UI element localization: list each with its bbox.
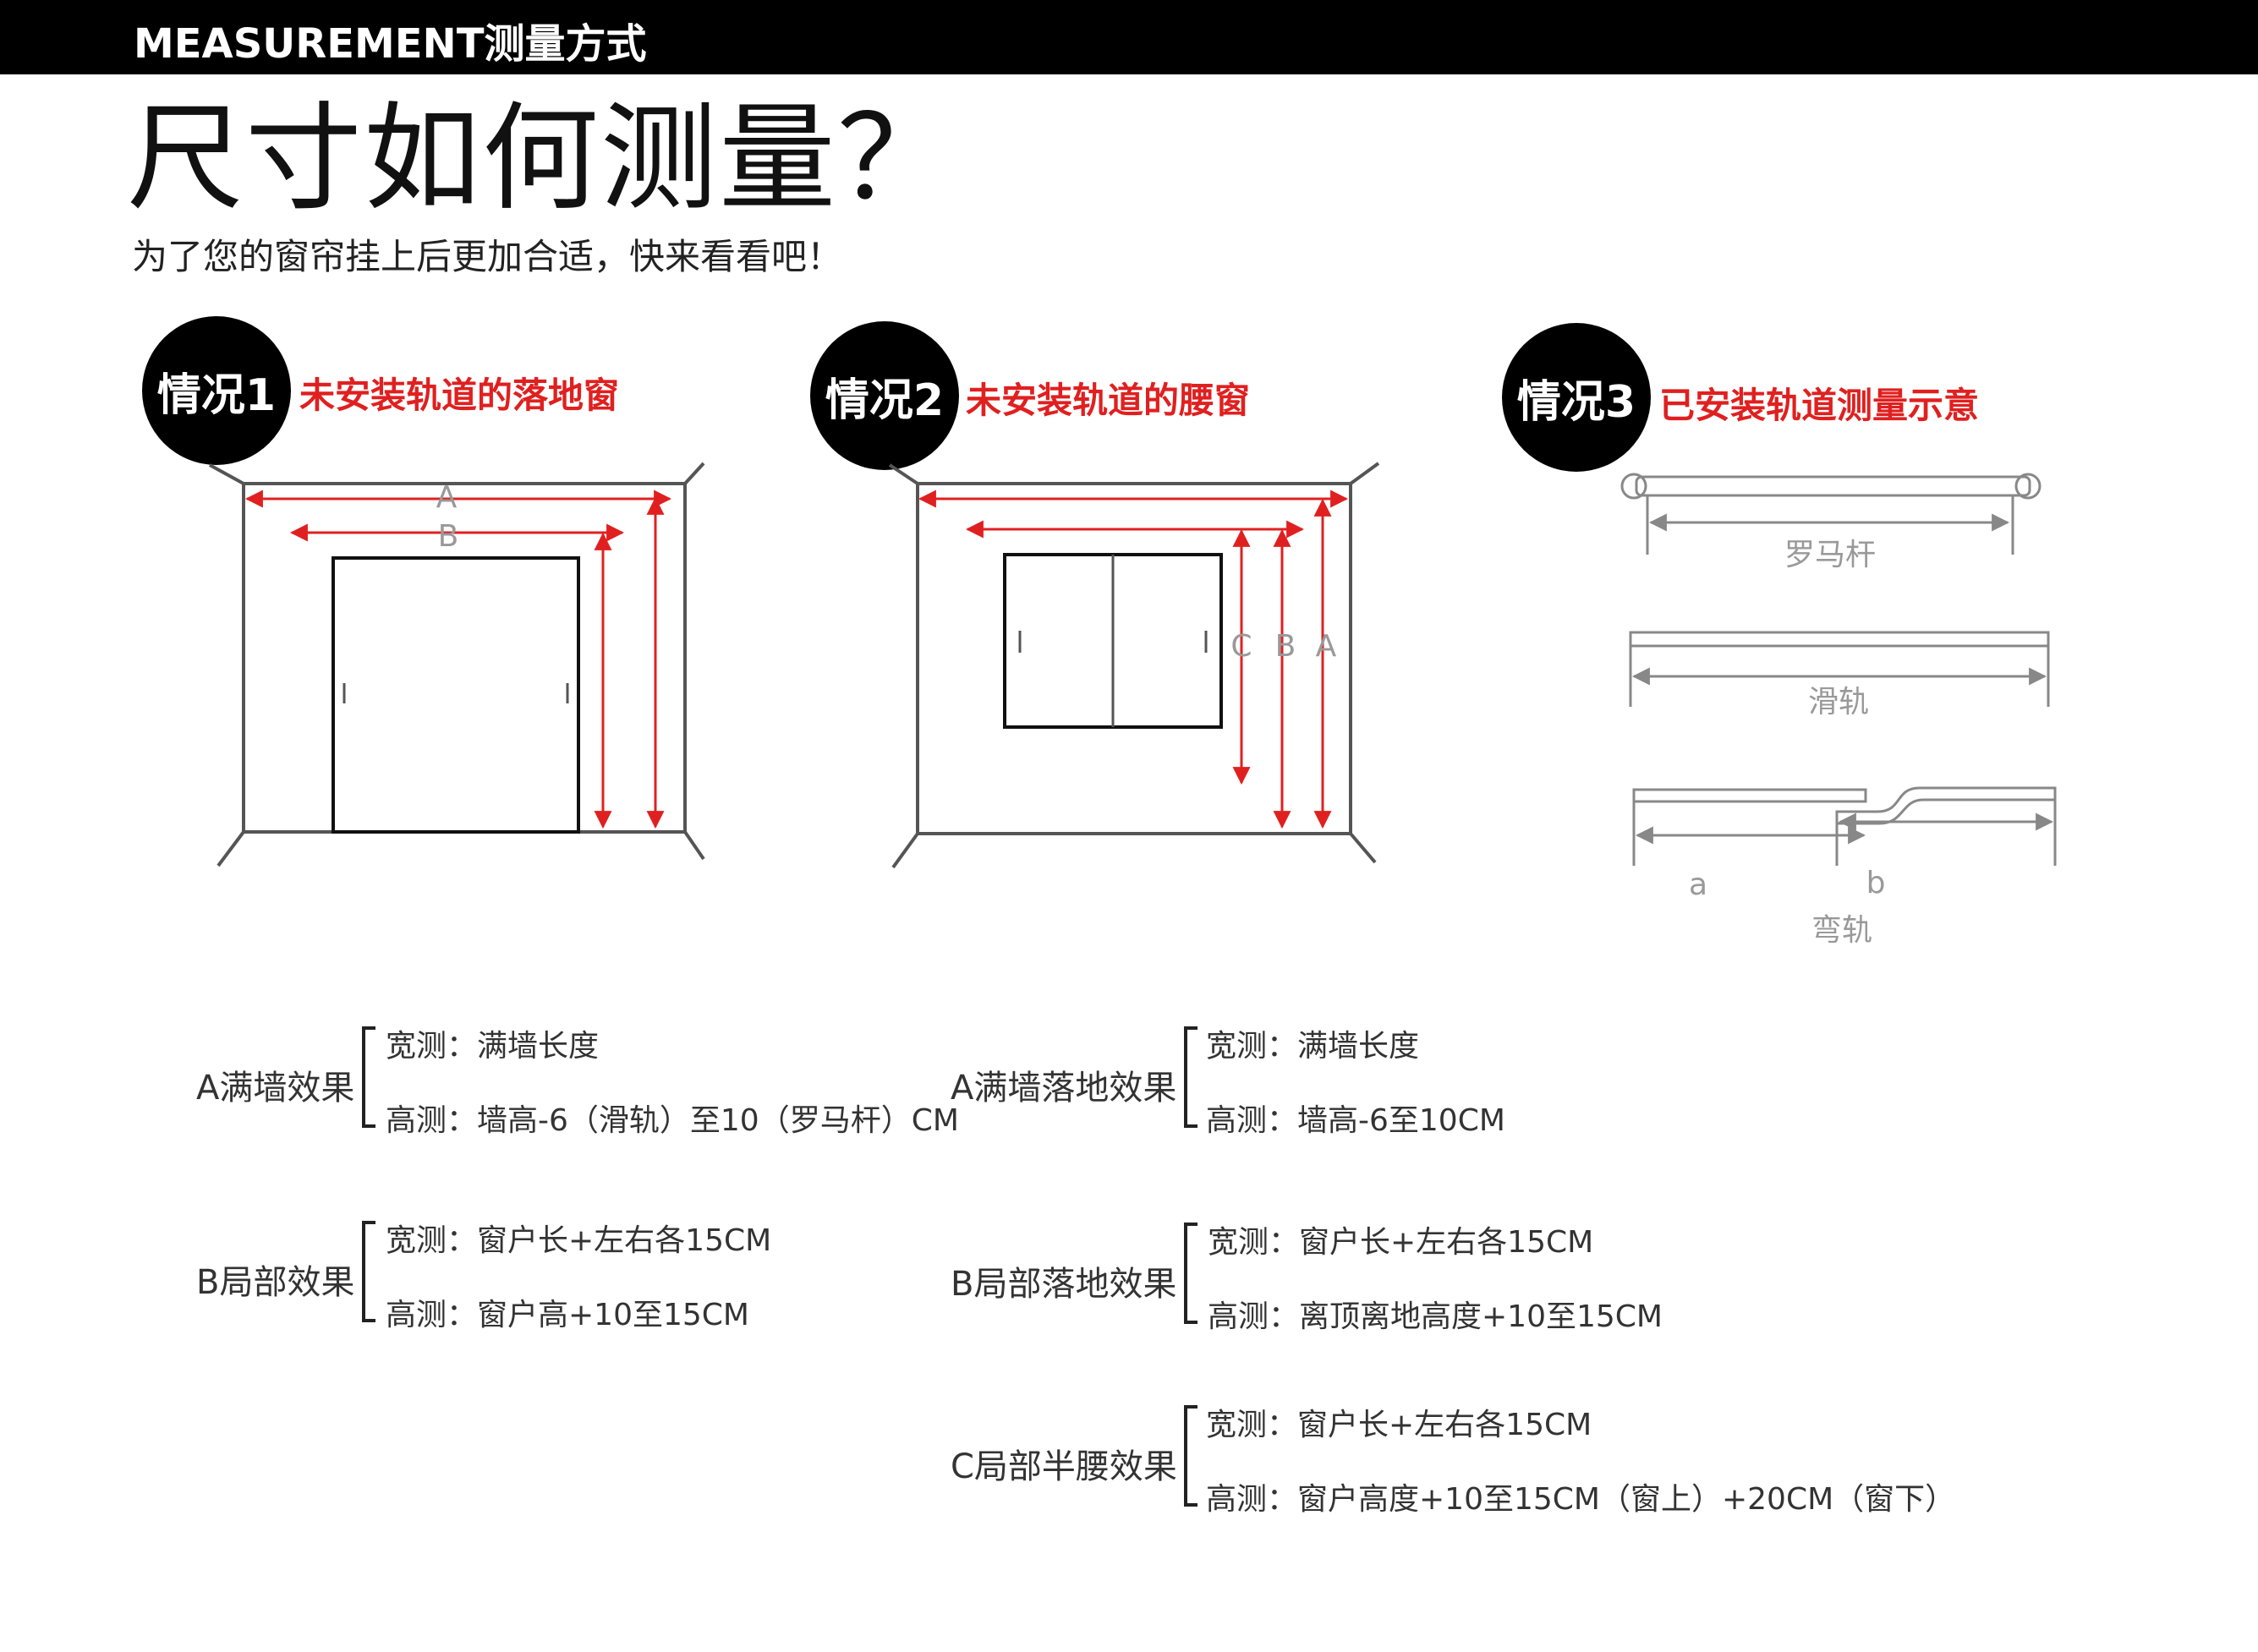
spec-head: C局部半腰效果	[951, 1447, 1177, 1486]
label-c-2: C	[1230, 629, 1252, 664]
case-1-badge: 情况1	[142, 316, 291, 465]
diagram-case-1-dimensions	[244, 490, 672, 829]
wall-2-corner-tr	[1349, 462, 1380, 485]
roman-rod-drawing	[1620, 473, 2042, 555]
curved-rail-left-segment	[1632, 788, 1867, 803]
spec-head: B局部效果	[196, 1263, 355, 1302]
wall-1-corner-tr	[683, 462, 705, 485]
case-1-title: 未安装轨道的落地窗	[299, 375, 620, 416]
case-3-badge: 情况3	[1502, 323, 1651, 472]
curved-rail-drawing	[1632, 786, 2057, 866]
wall-2-back	[916, 482, 1352, 835]
header-bar: MEASUREMENT测量方式	[0, 0, 2258, 74]
wall-1-corner-br	[683, 830, 705, 861]
spec-height: 高测：墙高-6（滑轨）至10（罗马杆）CM	[386, 1103, 959, 1138]
spec-height: 高测：墙高-6至10CM	[1206, 1103, 1505, 1138]
door-1	[332, 556, 580, 834]
spec-bracket	[1184, 1223, 1198, 1324]
diagram-case-1	[209, 462, 705, 867]
spec-bracket	[362, 1026, 375, 1128]
spec-a-full-wall-floor: A满墙落地效果 宽测：满墙长度 高测：墙高-6至10CM	[951, 1021, 1965, 1140]
spec-height: 高测：窗户高+10至15CM	[386, 1298, 749, 1332]
spec-c-partial-half-waist: C局部半腰效果 宽测：窗户长+左右各15CM 高测：窗户高度+10至15CM（窗…	[951, 1400, 2135, 1518]
spec-a-full-wall: A满墙效果 宽测：满墙长度 高测：墙高-6（滑轨）至10（罗马杆）CM	[196, 1021, 959, 1140]
slide-rail-drawing	[1629, 631, 2050, 707]
header-title: MEASUREMENT测量方式	[134, 20, 647, 68]
case-3-title: 已安装轨道测量示意	[1659, 385, 1980, 426]
wall-1-corner-bl	[216, 830, 245, 867]
wall-1-corner-tl	[209, 463, 244, 485]
spec-height: 高测：窗户高度+10至15CM（窗上）+20CM（窗下）	[1206, 1482, 1956, 1517]
label-curve-a: a	[1689, 867, 1707, 902]
spec-b-partial-floor: B局部落地效果 宽测：窗户长+左右各15CM 高测：离顶离地高度+10至15CM	[951, 1217, 1965, 1336]
spec-head: A满墙效果	[196, 1069, 355, 1108]
spec-b-partial: B局部效果 宽测：窗户长+左右各15CM 高测：窗户高+10至15CM	[196, 1216, 923, 1334]
spec-bracket	[362, 1221, 375, 1322]
roman-rod-bar	[1635, 475, 2031, 497]
diagram-case-2-dimensions	[918, 490, 1349, 829]
wall-2-corner-br	[1349, 832, 1377, 864]
spec-head: A满墙落地效果	[951, 1069, 1177, 1108]
label-curved-rail: 弯轨	[1811, 913, 1872, 948]
spec-bracket	[1184, 1026, 1198, 1128]
label-a-2: A	[1316, 629, 1337, 664]
case-2-title: 未安装轨道的腰窗	[966, 380, 1251, 421]
diagram-case-2	[888, 462, 1380, 869]
spec-width: 宽测：满墙长度	[1206, 1029, 1420, 1064]
spec-width: 宽测：窗户长+左右各15CM	[1208, 1225, 1594, 1260]
wall-2-corner-bl	[891, 832, 919, 869]
page-title: 尺寸如何测量？	[127, 90, 956, 227]
spec-width: 宽测：窗户长+左右各15CM	[386, 1223, 772, 1258]
case-2-badge: 情况2	[810, 321, 959, 470]
label-b-2: B	[1275, 629, 1296, 664]
spec-width: 宽测：满墙长度	[386, 1029, 600, 1064]
wall-1-back	[242, 482, 687, 834]
spec-bracket	[1184, 1405, 1198, 1507]
label-b-1: B	[438, 519, 459, 554]
label-a-1: A	[436, 480, 458, 515]
slide-rail-bar	[1629, 631, 2050, 648]
spec-height: 高测：离顶离地高度+10至15CM	[1208, 1299, 1663, 1334]
label-roman-rod: 罗马杆	[1784, 538, 1876, 572]
spec-head: B局部落地效果	[951, 1265, 1177, 1304]
wall-2-corner-tl	[888, 463, 919, 485]
label-curve-b: b	[1866, 866, 1886, 900]
spec-width: 宽测：窗户长+左右各15CM	[1206, 1408, 1592, 1442]
curved-rail-right-segment	[1835, 786, 2057, 825]
label-slide-rail: 滑轨	[1808, 685, 1869, 719]
roman-rod-finial-right	[2014, 473, 2042, 500]
roman-rod-finial-left	[1620, 473, 1647, 500]
page-subtitle: 为了您的窗帘挂上后更加合适，快来看看吧！	[132, 236, 843, 277]
